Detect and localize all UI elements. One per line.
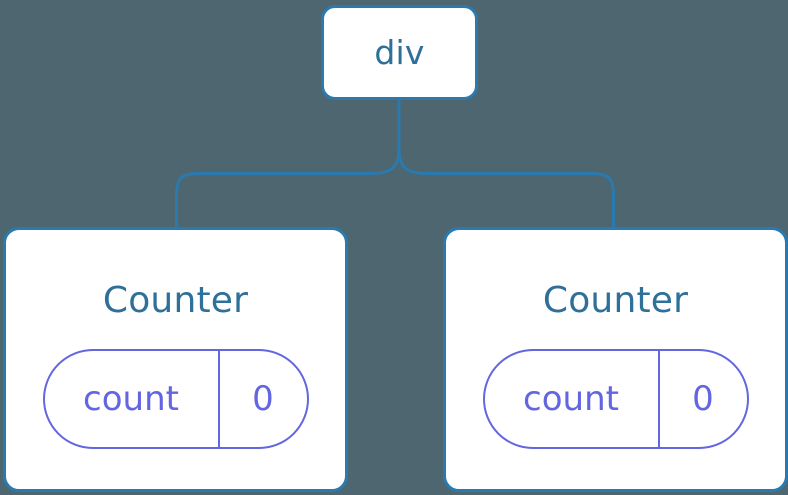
- node-counter-left-label: Counter: [102, 280, 249, 321]
- node-counter-left[interactable]: Counter count 0: [3, 227, 348, 492]
- state-key-right: count: [485, 351, 660, 447]
- node-div-label: div: [374, 33, 425, 72]
- node-counter-right-label: Counter: [542, 280, 689, 321]
- node-div[interactable]: div: [321, 5, 478, 100]
- state-key-left: count: [45, 351, 220, 447]
- connector-branch-right: [397, 149, 615, 232]
- connector-branch-left: [175, 149, 401, 232]
- state-pill-right: count 0: [482, 349, 749, 449]
- node-counter-right[interactable]: Counter count 0: [443, 227, 788, 492]
- state-pill-left: count 0: [42, 349, 309, 449]
- state-value-right: 0: [692, 379, 714, 419]
- state-value-left: 0: [252, 379, 274, 419]
